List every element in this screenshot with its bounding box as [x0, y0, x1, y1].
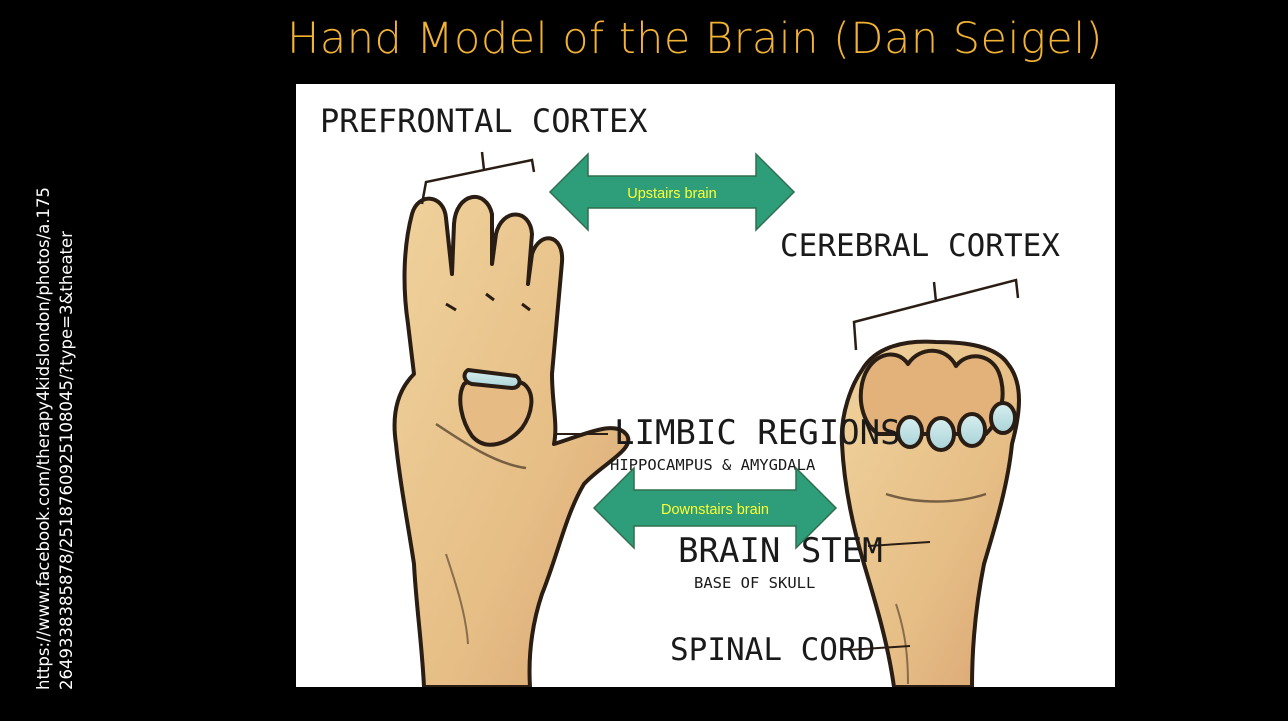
label-cerebral-cortex: CEREBRAL CORTEX: [780, 228, 1060, 264]
label-brain-stem: BRAIN STEM: [678, 531, 883, 571]
hand-model-illustration: PREFRONTAL CORTEX CEREBRAL CORTEX LIMBIC…: [296, 84, 1115, 687]
fist-nail-1: [898, 417, 922, 447]
source-url-line-1: https://www.facebook.com/therapy4kidslon…: [32, 187, 55, 690]
source-url: https://www.facebook.com/therapy4kidslon…: [32, 187, 78, 690]
label-limbic-sub: HIPPOCAMPUS & AMYGDALA: [610, 456, 816, 474]
downstairs-brain-label: Downstairs brain: [661, 502, 769, 518]
slide-title: Hand Model of the Brain (Dan Seigel): [250, 14, 1140, 64]
label-brain-stem-sub: BASE OF SKULL: [694, 574, 815, 592]
upstairs-brain-arrow: Upstairs brain: [550, 154, 794, 230]
open-hand-palm: [395, 197, 629, 687]
fist-nail-4: [991, 403, 1015, 433]
illustration-canvas: PREFRONTAL CORTEX CEREBRAL CORTEX LIMBIC…: [296, 84, 1115, 687]
fist-nail-3: [959, 414, 985, 446]
cerebral-bracket: [854, 280, 1018, 350]
upstairs-brain-label: Upstairs brain: [627, 186, 716, 202]
label-prefrontal-cortex: PREFRONTAL CORTEX: [320, 102, 648, 140]
fist-nail-2: [928, 418, 954, 450]
label-limbic-regions: LIMBIC REGIONS: [614, 413, 901, 453]
source-url-line-2: 2649338385878/2518760925108045/?type=3&t…: [55, 187, 78, 690]
open-hand-drawing: [395, 197, 629, 687]
label-spinal-cord: SPINAL CORD: [670, 632, 875, 668]
